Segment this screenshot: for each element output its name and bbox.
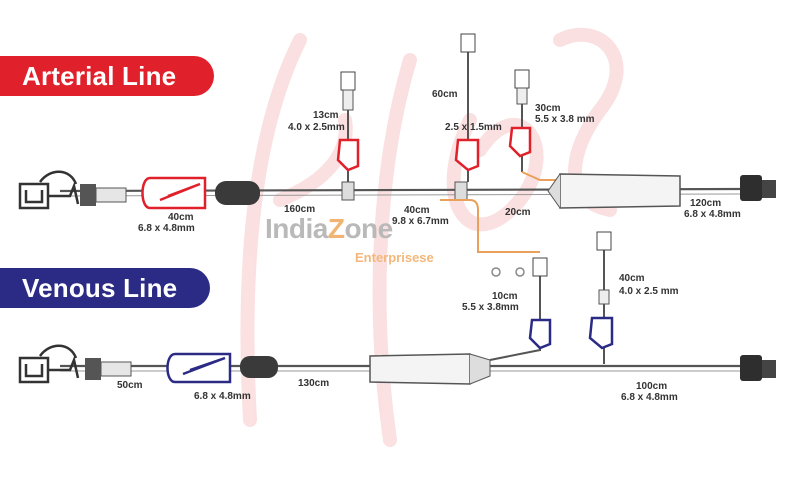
label-venous-clamp-size: 6.8 x 4.8mm xyxy=(194,391,251,402)
cap-connector xyxy=(514,69,530,89)
end-cap xyxy=(762,180,776,198)
label-venous-branch2-size: 4.0 x 2.5 mm xyxy=(619,286,679,297)
arterial-line-banner: Arterial Line xyxy=(0,56,214,96)
label-arterial-branch3-length: 30cm xyxy=(535,103,561,114)
luer-connector-body xyxy=(80,184,96,206)
venous-line xyxy=(18,231,776,385)
port-ring xyxy=(491,267,501,277)
connector-sleeve xyxy=(95,187,127,203)
label-venous-50cm: 50cm xyxy=(117,380,143,391)
brand-part: India xyxy=(265,213,328,244)
label-arterial-clamp-size: 6.8 x 4.8mm xyxy=(138,223,195,234)
arterial-end-connector xyxy=(740,175,762,201)
label-arterial-branch1-length: 13cm xyxy=(313,110,339,121)
label-arterial-branch2-size: 2.5 x 1.5mm xyxy=(445,122,502,133)
branch-clamp-icon xyxy=(588,316,614,350)
venous-clamp-icon xyxy=(166,352,232,384)
venous-end-connector xyxy=(740,355,762,381)
cap-connector xyxy=(532,257,548,277)
label-arterial-end-size: 6.8 x 4.8mm xyxy=(684,209,741,220)
venous-line-banner: Venous Line xyxy=(0,268,210,308)
cap-connector xyxy=(596,231,612,251)
branch-clamp-icon xyxy=(508,126,532,158)
brand-part: Z xyxy=(327,213,345,244)
label-venous-end-size: 6.8 x 4.8mm xyxy=(621,392,678,403)
label-arterial-20cm: 20cm xyxy=(505,207,531,218)
label-venous-branch1-size: 5.5 x 3.8mm xyxy=(462,302,519,313)
tee-connector xyxy=(341,181,355,201)
connector-sleeve xyxy=(100,361,132,377)
brand-watermark: IndiaZone xyxy=(265,213,393,245)
end-cap xyxy=(762,360,776,378)
arterial-clamp-icon xyxy=(141,176,207,210)
branch-clamp-icon xyxy=(528,318,552,350)
chamber-cap xyxy=(547,173,561,209)
branch-sleeve xyxy=(342,89,354,111)
chamber-cap xyxy=(469,353,491,385)
arterial-left-connector xyxy=(18,170,80,210)
arterial-line xyxy=(18,33,776,210)
arterial-drip-chamber xyxy=(559,173,681,209)
luer-connector-body xyxy=(85,358,101,380)
tee-connector xyxy=(454,181,468,201)
branch-clamp-icon xyxy=(336,138,360,172)
label-arterial-mid-size: 9.8 x 6.7mm xyxy=(392,216,449,227)
branch-clamp-icon xyxy=(454,138,480,172)
brand-watermark-sub: Enterprisese xyxy=(355,250,434,265)
branch-sleeve xyxy=(516,87,528,105)
arterial-line-title: Arterial Line xyxy=(22,60,177,91)
cap-connector xyxy=(460,33,476,53)
arterial-pump-chamber xyxy=(215,181,260,205)
label-arterial-branch1-size: 4.0 x 2.5mm xyxy=(288,122,345,133)
branch-sleeve xyxy=(598,289,610,305)
label-venous-branch2-length: 40cm xyxy=(619,273,645,284)
label-arterial-mid-length: 40cm xyxy=(404,205,430,216)
label-venous-130cm: 130cm xyxy=(298,378,330,389)
label-venous-end-length: 100cm xyxy=(636,381,668,392)
venous-drip-chamber xyxy=(369,353,471,385)
label-arterial-branch3-size: 5.5 x 3.8 mm xyxy=(535,114,595,125)
venous-line-title: Venous Line xyxy=(22,272,178,303)
label-arterial-clamp-length: 40cm xyxy=(168,212,194,223)
cap-connector xyxy=(340,71,356,91)
venous-left-connector xyxy=(18,344,80,384)
venous-pump-chamber xyxy=(240,356,278,378)
label-arterial-160cm: 160cm xyxy=(284,204,316,215)
orange-transfer-tube xyxy=(440,199,540,253)
label-arterial-branch2-length: 60cm xyxy=(432,89,458,100)
label-venous-branch1-length: 10cm xyxy=(492,291,518,302)
port-ring xyxy=(515,267,525,277)
label-arterial-end-length: 120cm xyxy=(690,198,722,209)
brand-part: one xyxy=(344,213,393,244)
